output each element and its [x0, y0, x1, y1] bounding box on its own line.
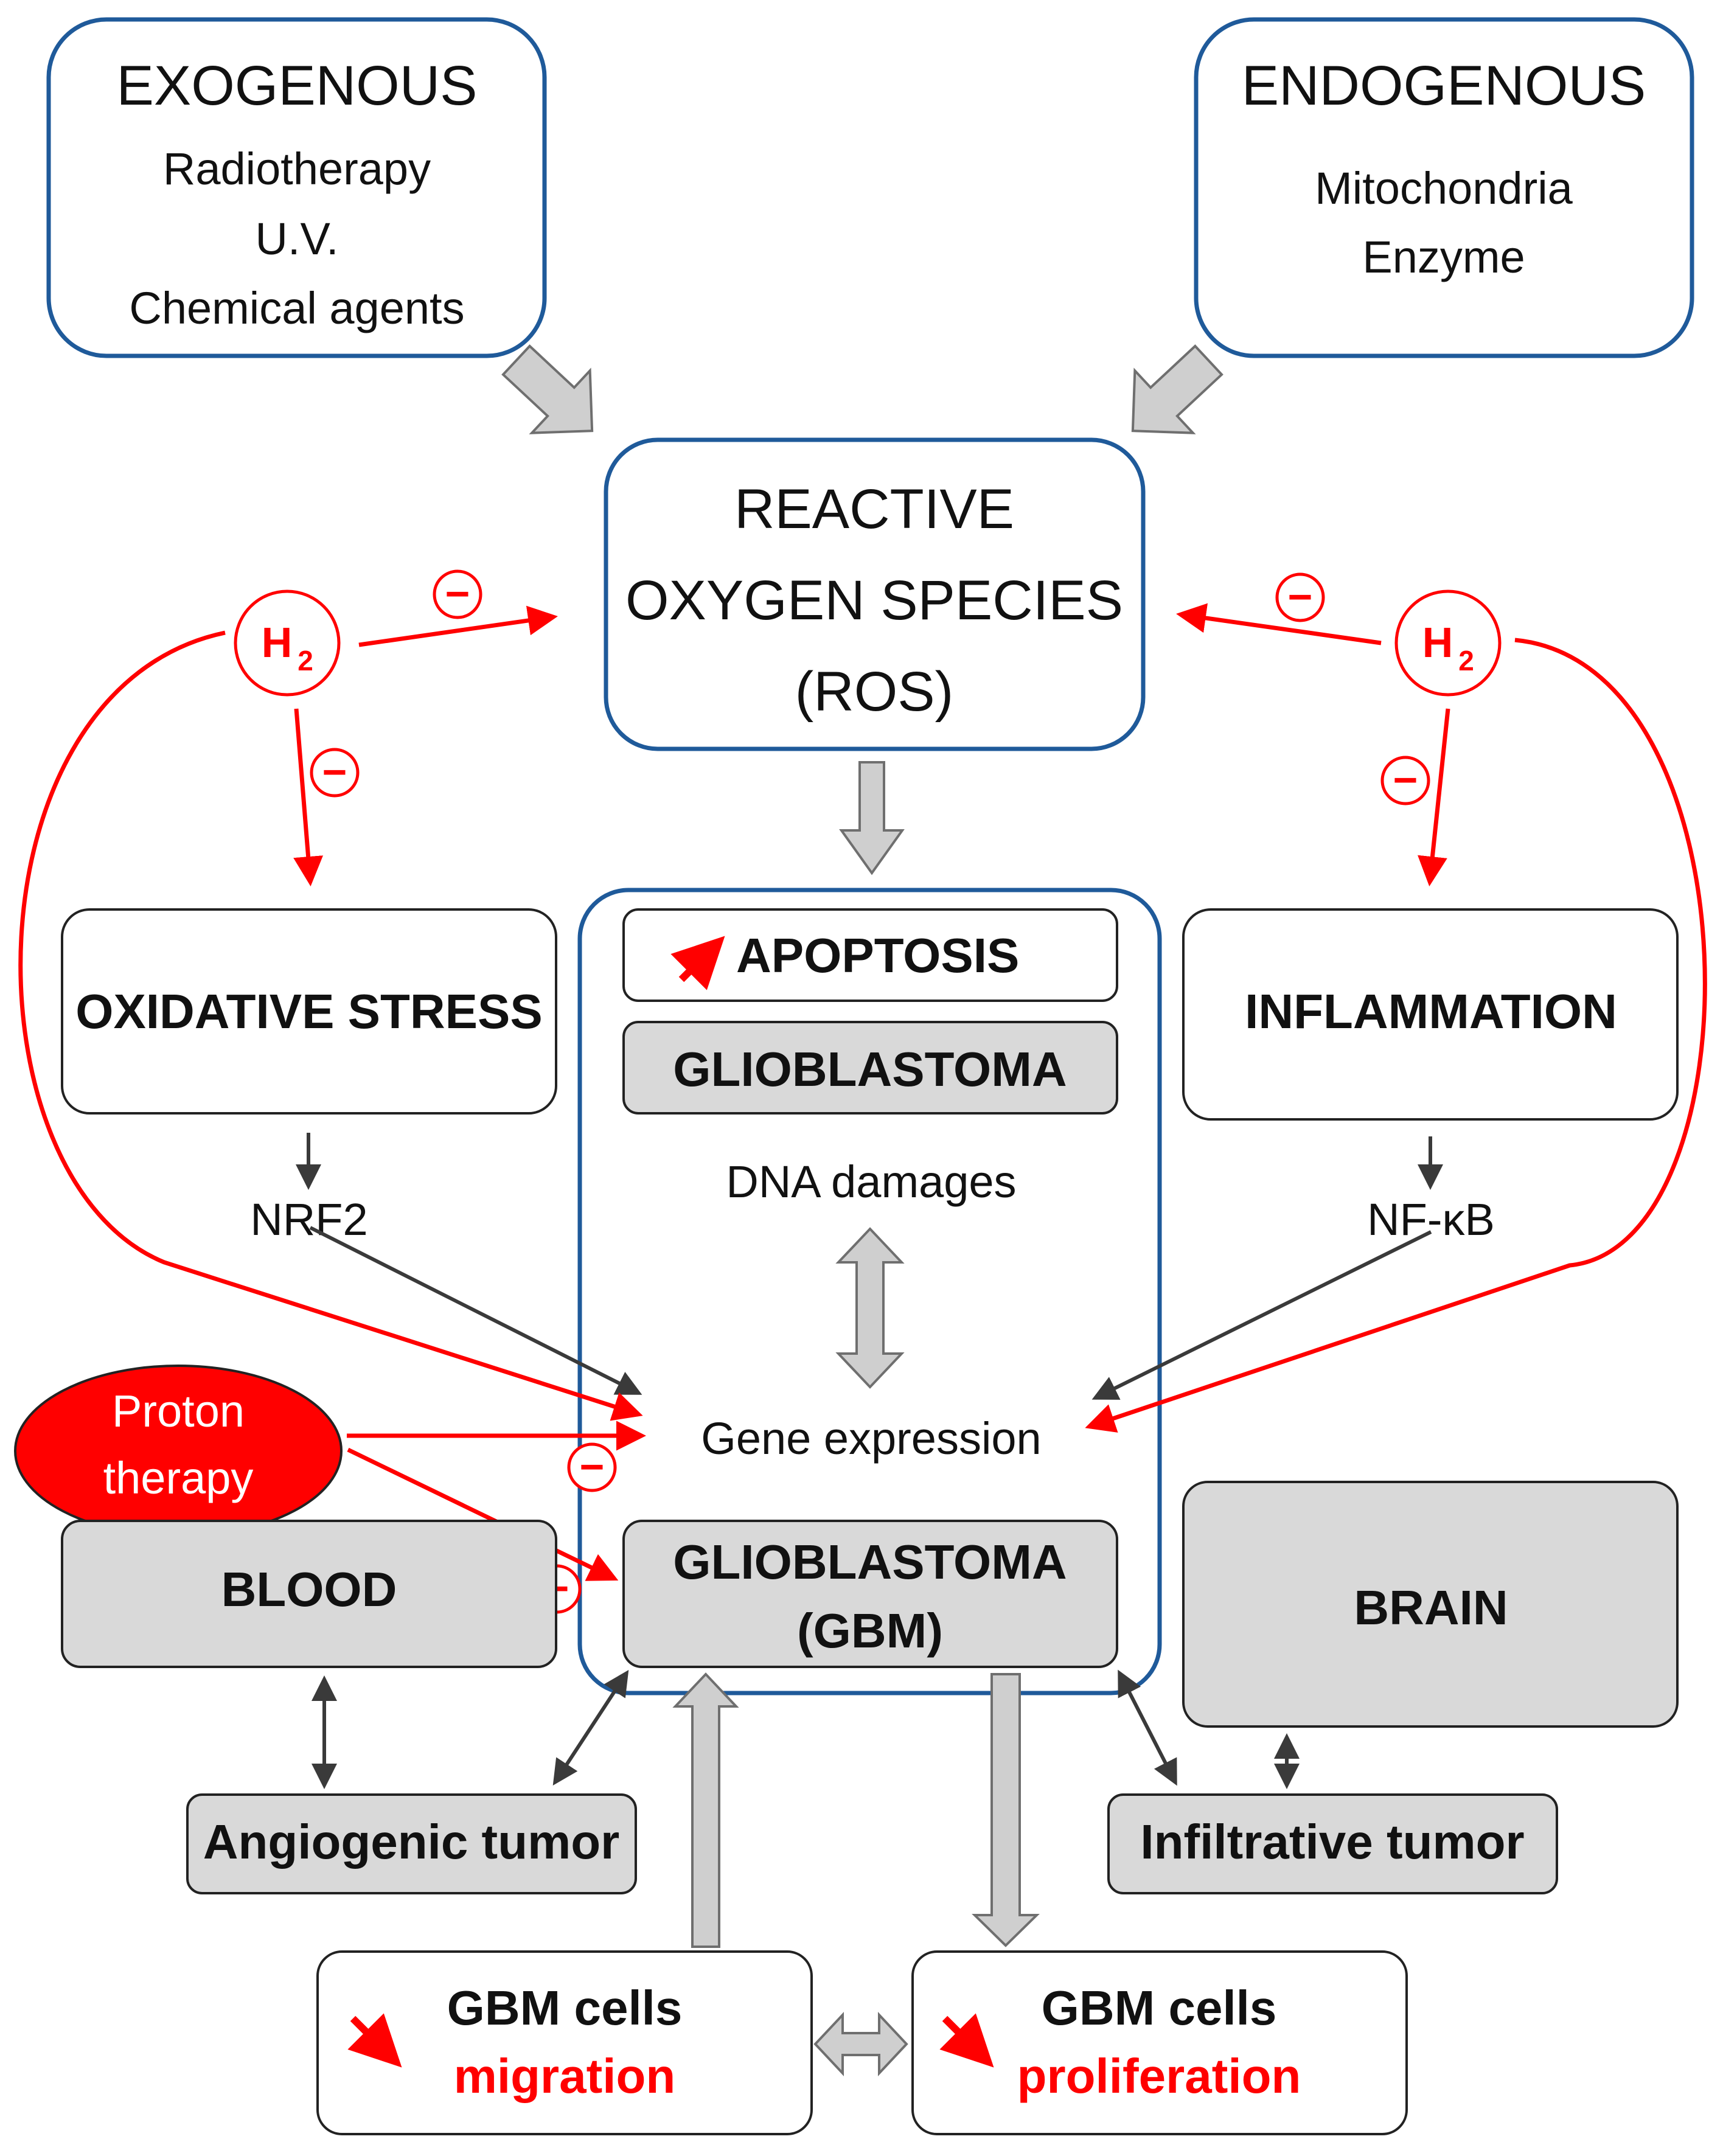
migration-line1: GBM cells: [447, 1981, 683, 2035]
gbm-angiogenic-arrow: [552, 1669, 629, 1786]
minus-sign: −: [322, 748, 347, 796]
exogenous-item: U.V.: [255, 214, 338, 264]
infiltrative-tumor-box: Infiltrative tumor: [1107, 1793, 1558, 1894]
gbm-infiltrative-arrow: [1118, 1669, 1177, 1786]
inhibit-marker: −: [310, 748, 360, 798]
minus-icon: [1275, 572, 1325, 622]
h2-to-ros-arrow-right: [1176, 603, 1382, 645]
h2-symbol: H: [1422, 619, 1453, 666]
h2-circle-right: [1394, 589, 1502, 697]
migration-proliferation-double-arrow: [813, 2011, 908, 2077]
h2-right: H 2: [1394, 589, 1502, 697]
inhibit-marker: −: [433, 569, 482, 619]
gene-expression-label: Gene expression: [701, 1413, 1041, 1464]
h2-circle-left: [234, 589, 341, 697]
minus-sign: −: [1288, 573, 1313, 621]
angiogenic-tumor-box: Angiogenic tumor: [186, 1793, 637, 1894]
dna-damages-label: DNA damages: [726, 1156, 1016, 1207]
inflammation-label: INFLAMMATION: [1245, 984, 1617, 1038]
ros-line: OXYGEN SPECIES: [625, 569, 1123, 631]
minus-sign: −: [1393, 756, 1418, 804]
migration-box: GBM cells migration: [316, 1950, 813, 2135]
proton-therapy-ellipse: Proton therapy: [14, 1365, 343, 1537]
decrease-arrow-icon: [347, 2013, 402, 2068]
h2-to-stress-arrow: [293, 708, 324, 886]
angiogenic-tumor-label: Angiogenic tumor: [203, 1815, 619, 1869]
endogenous-title: ENDOGENOUS: [1242, 55, 1646, 117]
h2-to-ros-arrow-left: [358, 605, 558, 647]
minus-sign: −: [445, 570, 470, 617]
ros-to-center-arrow: [839, 761, 905, 875]
nfkb-to-gene-arrow: [1091, 1230, 1432, 1400]
minus-icon: [1380, 756, 1430, 805]
nrf2-label: NRF2: [250, 1194, 367, 1245]
ros-line: (ROS): [795, 661, 954, 723]
brain-box: BRAIN: [1182, 1481, 1679, 1728]
increase-arrow-icon: [670, 936, 725, 990]
proton-line: therapy: [103, 1453, 254, 1503]
proton-line: Proton: [112, 1386, 245, 1436]
minus-icon: [433, 569, 482, 619]
brain-label: BRAIN: [1354, 1580, 1508, 1635]
endogenous-item: Enzyme: [1362, 232, 1525, 282]
gbm-box: GLIOBLASTOMA (GBM): [622, 1520, 1118, 1668]
inhibit-marker: −: [567, 1442, 617, 1492]
exogenous-item: Radiotherapy: [163, 144, 431, 194]
proton-to-gbm-arrow: [347, 1447, 619, 1581]
exogenous-title: EXOGENOUS: [116, 55, 477, 117]
inhibit-marker: −: [1275, 572, 1325, 622]
oxidative-stress-box: OXIDATIVE STRESS: [61, 908, 557, 1115]
h2-to-inflammation-arrow: [1418, 708, 1450, 886]
decrease-arrow-icon: [939, 2013, 994, 2068]
endogenous-box: ENDOGENOUS Mitochondria Enzyme: [1194, 17, 1694, 358]
h2-symbol: H: [262, 619, 293, 666]
h2-right-to-gene-curve: [1085, 638, 1707, 1433]
minus-icon: [567, 1442, 617, 1492]
glioblastoma-box: GLIOBLASTOMA: [622, 1021, 1118, 1115]
h2-subscript: 2: [1458, 645, 1474, 676]
gbm-line: GLIOBLASTOMA: [673, 1535, 1067, 1589]
inflammation-box: INFLAMMATION: [1182, 908, 1679, 1121]
h2-left-to-gene-curve: [18, 630, 643, 1421]
exogenous-box: EXOGENOUS Radiotherapy U.V. Chemical age…: [46, 17, 547, 358]
apoptosis-box: APOPTOSIS: [622, 908, 1118, 1002]
glioblastoma-label: GLIOBLASTOMA: [673, 1042, 1067, 1096]
nfkb-label: NF-κB: [1367, 1194, 1495, 1245]
ros-box: REACTIVE OXYGEN SPECIES (ROS): [604, 437, 1146, 751]
h2-left: H 2: [234, 589, 341, 697]
infiltrative-tumor-label: Infiltrative tumor: [1140, 1815, 1524, 1869]
exogenous-to-ros-arrow: [501, 344, 594, 434]
ros-line: REACTIVE: [734, 478, 1014, 540]
nrf2-to-gene-arrow: [309, 1226, 642, 1395]
migration-line2: migration: [454, 2049, 675, 2103]
proliferation-line1: GBM cells: [1042, 1981, 1277, 2035]
endogenous-item: Mitochondria: [1315, 163, 1573, 214]
minus-icon: [310, 748, 360, 798]
minus-sign: −: [580, 1443, 605, 1490]
gbm-line: (GBM): [797, 1604, 943, 1658]
blood-label: BLOOD: [221, 1562, 397, 1616]
proliferation-line2: proliferation: [1017, 2049, 1301, 2103]
blood-box: BLOOD: [61, 1520, 557, 1668]
inhibit-marker: −: [1380, 756, 1430, 805]
dna-gene-double-arrow: [835, 1227, 905, 1389]
gbm-to-proliferation-arrow: [972, 1673, 1040, 1947]
migration-to-gbm-arrow: [672, 1672, 739, 1948]
proliferation-box: GBM cells proliferation: [911, 1950, 1408, 2135]
oxidative-stress-label: OXIDATIVE STRESS: [75, 984, 543, 1038]
apoptosis-label: APOPTOSIS: [736, 928, 1019, 982]
central-frame: [577, 888, 1162, 1695]
endogenous-to-ros-arrow: [1131, 344, 1224, 434]
exogenous-item: Chemical agents: [129, 283, 464, 333]
h2-subscript: 2: [298, 645, 313, 676]
